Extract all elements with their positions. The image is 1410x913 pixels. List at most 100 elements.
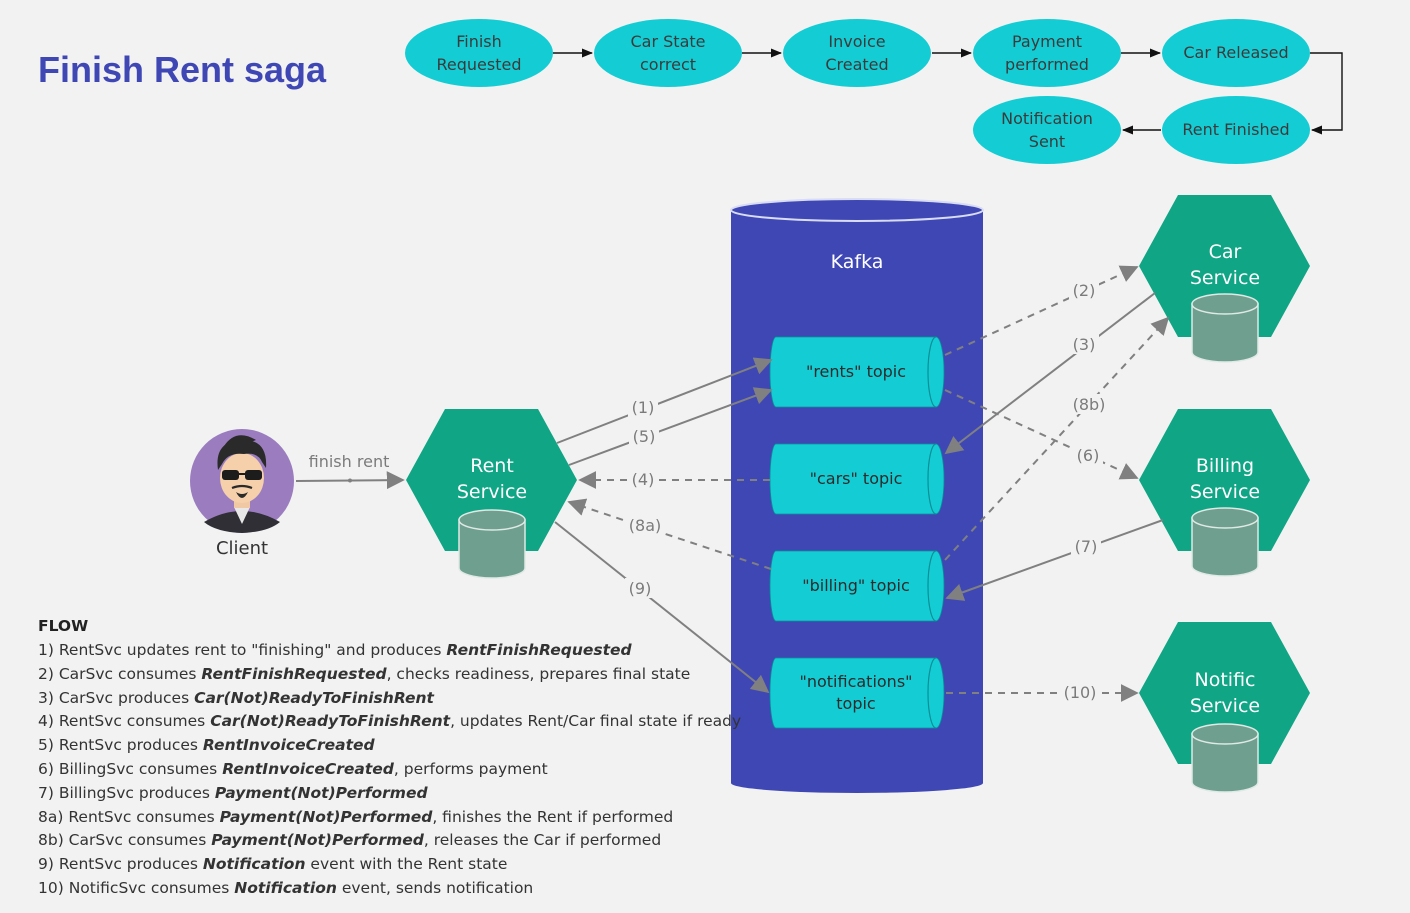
edge-label-10: (10) <box>1064 683 1097 702</box>
flow-event-name: Payment(Not)Performed <box>211 831 424 850</box>
kafka-topics: "rents" topic "cars" topic "billing" top… <box>769 336 945 729</box>
flow-text: 5) RentSvc produces <box>38 736 203 755</box>
flow-title: FLOW <box>38 617 89 635</box>
svg-text:Car State: Car State <box>631 32 706 51</box>
database-icon <box>1191 723 1259 793</box>
rent-service: Rent Service <box>406 409 577 579</box>
flow-item: 8a) RentSvc consumes Payment(Not)Perform… <box>38 806 738 830</box>
flow-text: 9) RentSvc produces <box>38 855 203 874</box>
state-flow-arrows <box>553 48 1343 135</box>
flow-text: 10) NotificSvc consumes <box>38 878 235 897</box>
svg-text:"notifications": "notifications" <box>799 672 912 691</box>
topic-cars: "cars" topic <box>769 443 945 515</box>
edge-label-8b: (8b) <box>1073 395 1106 414</box>
flow-item: 1) RentSvc updates rent to "finishing" a… <box>38 639 738 663</box>
edge-2 <box>944 265 1139 356</box>
topic-rents: "rents" topic <box>769 336 945 408</box>
flow-item: 5) RentSvc produces RentInvoiceCreated <box>38 734 738 758</box>
svg-text:Payment: Payment <box>1012 32 1082 51</box>
car-service: Car Service <box>1139 195 1310 363</box>
flow-text: 6) BillingSvc consumes <box>38 759 223 778</box>
database-icon <box>1191 293 1259 363</box>
svg-text:"cars" topic: "cars" topic <box>810 469 903 488</box>
database-icon <box>458 509 526 579</box>
svg-text:Sent: Sent <box>1029 132 1065 151</box>
flow-event-name: Payment(Not)Performed <box>219 807 433 826</box>
flow-event-name: RentFinishRequested <box>201 664 387 683</box>
flow-event-name: Payment(Not)Performed <box>214 783 428 802</box>
client-label: Client <box>216 538 268 559</box>
svg-text:Car: Car <box>1209 241 1242 263</box>
edge-8a <box>567 498 772 570</box>
svg-text:Rent: Rent <box>470 455 514 477</box>
flow-event-name: Car(Not)ReadyToFinishRent <box>194 688 434 707</box>
svg-text:Finish: Finish <box>456 32 502 51</box>
notific-service: Notific Service <box>1139 622 1310 793</box>
svg-text:"rents" topic: "rents" topic <box>806 362 906 381</box>
svg-text:Service: Service <box>457 481 527 503</box>
svg-text:Invoice: Invoice <box>828 32 885 51</box>
flow-item: 10) NotificSvc consumes Notification eve… <box>38 877 738 901</box>
flow-text: 7) BillingSvc produces <box>38 783 215 802</box>
flow-text: 1) RentSvc updates rent to "finishing" a… <box>38 641 447 659</box>
flow-item: 6) BillingSvc consumes RentInvoiceCreate… <box>38 758 738 782</box>
edge-label-3: (3) <box>1073 335 1096 354</box>
svg-text:Billing: Billing <box>1196 455 1254 477</box>
flow-text: 4) RentSvc consumes <box>38 712 211 731</box>
client: Client <box>190 429 294 559</box>
flow-item: 9) RentSvc produces Notification event w… <box>38 853 738 877</box>
edge-label-finish-rent: finish rent <box>309 452 390 471</box>
flow-item: 4) RentSvc consumes Car(Not)ReadyToFinis… <box>38 710 741 734</box>
edge-6 <box>944 389 1139 480</box>
svg-text:topic: topic <box>836 694 875 713</box>
message-edges <box>554 265 1170 702</box>
flow-item: 3) CarSvc produces Car(Not)ReadyToFinish… <box>38 687 738 711</box>
kafka-label: Kafka <box>831 251 884 273</box>
edge-label-8a: (8a) <box>629 516 661 535</box>
state-car-released: Car Released <box>1162 19 1310 87</box>
flow-item: 8b) CarSvc consumes Payment(Not)Performe… <box>38 829 738 853</box>
svg-text:Created: Created <box>825 55 888 74</box>
svg-text:Rent Finished: Rent Finished <box>1182 120 1289 139</box>
flow-description: FLOW 1) RentSvc updates rent to "finishi… <box>38 614 741 901</box>
edge-7 <box>945 519 1164 601</box>
edge-label-1: (1) <box>632 398 655 417</box>
edge-label-2: (2) <box>1073 281 1096 300</box>
user-avatar-icon <box>190 429 294 533</box>
edge-8b <box>944 316 1170 561</box>
flow-text: event, sends notification <box>336 878 534 897</box>
flow-event-name: RentInvoiceCreated <box>222 759 394 778</box>
state-arrow-5-6 <box>1310 52 1343 135</box>
edge-label-9: (9) <box>629 579 652 598</box>
state-payment-performed: Payment performed <box>973 19 1121 87</box>
svg-text:Service: Service <box>1190 695 1260 717</box>
flow-text: , checks readiness, prepares final state <box>386 664 691 683</box>
state-invoice-created: Invoice Created <box>783 19 931 87</box>
svg-text:Requested: Requested <box>437 55 522 74</box>
flow-list: 1) RentSvc updates rent to "finishing" a… <box>38 639 741 901</box>
svg-text:Service: Service <box>1190 267 1260 289</box>
flow-text: event with the Rent state <box>305 855 508 874</box>
edge-labels: (1) (5) (4) (8a) (9) (2) (3) (8b) (6) (7… <box>625 280 1108 702</box>
state-finish-requested: Finish Requested <box>405 19 553 87</box>
flow-text: , releases the Car if performed <box>423 831 662 850</box>
flow-text: 8b) CarSvc consumes <box>38 831 212 850</box>
edge-label-4: (4) <box>632 470 655 489</box>
flow-event-name: RentFinishRequested <box>446 641 632 659</box>
svg-text:Notification: Notification <box>1001 109 1093 128</box>
flow-item: 2) CarSvc consumes RentFinishRequested, … <box>38 663 738 687</box>
edge-5 <box>568 387 773 466</box>
flow-text: , finishes the Rent if performed <box>432 807 674 826</box>
billing-service: Billing Service <box>1139 409 1310 577</box>
svg-text:correct: correct <box>640 55 696 74</box>
state-notification-sent: Notification Sent <box>973 96 1121 164</box>
svg-text:Service: Service <box>1190 481 1260 503</box>
flow-event-name: Notification <box>202 855 306 874</box>
edge-label-7: (7) <box>1075 537 1098 556</box>
svg-text:"billing" topic: "billing" topic <box>802 576 910 595</box>
flow-text: 3) CarSvc produces <box>38 688 195 707</box>
svg-text:performed: performed <box>1005 55 1089 74</box>
edge-label-5: (5) <box>633 427 656 446</box>
flow-item: 7) BillingSvc produces Payment(Not)Perfo… <box>38 782 738 806</box>
flow-text: 2) CarSvc consumes <box>38 664 202 683</box>
